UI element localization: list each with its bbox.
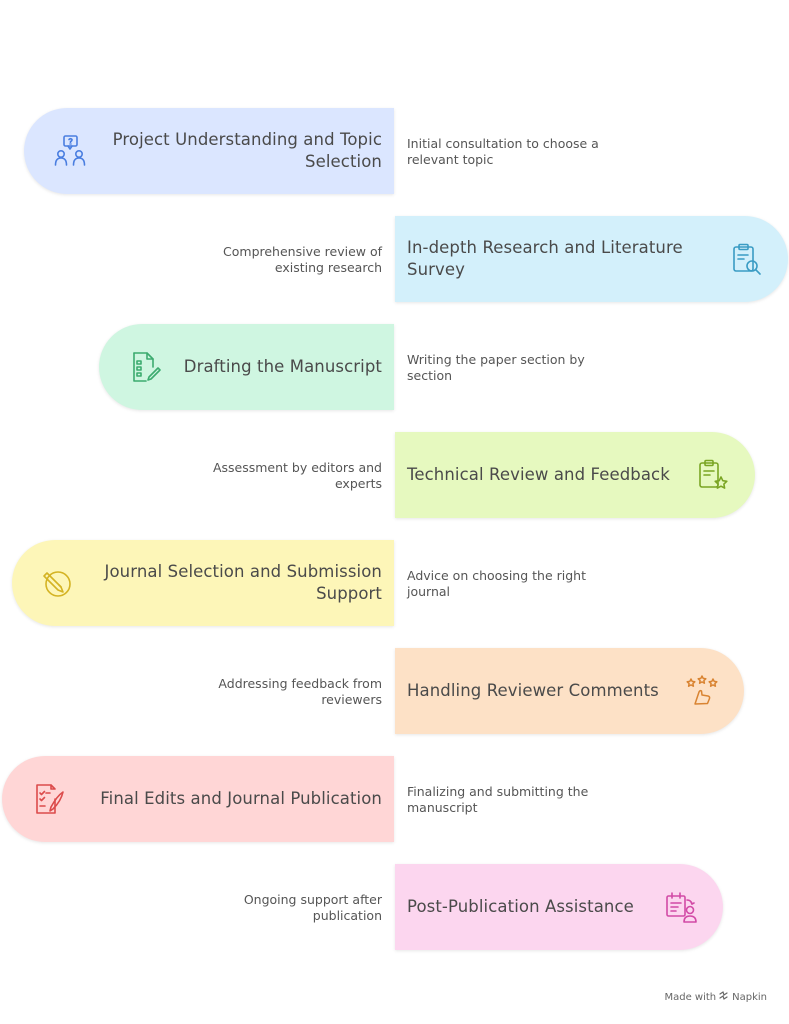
step-5-pill: Journal Selection and Submission Support [12, 540, 394, 626]
step-7-title: Final Edits and Journal Publication [100, 789, 382, 808]
step-8-pill: Post-Publication Assistance [395, 864, 723, 950]
step-7-pill: Final Edits and Journal Publication [2, 756, 394, 842]
step-4-title: Technical Review and Feedback [407, 465, 670, 484]
clipboard-search-icon [728, 241, 764, 277]
step-1-pill: Project Understanding and Topic Selectio… [24, 108, 394, 194]
step-8-description: Ongoing support after publication [243, 892, 382, 923]
calendar-person-icon [663, 889, 699, 925]
step-4-pill: Technical Review and Feedback [395, 432, 755, 518]
footer-made-with: Made with [664, 992, 717, 1003]
step-3-pill: Drafting the Manuscript [99, 324, 394, 410]
checklist-pen-icon [30, 781, 66, 817]
step-1-title: Project Understanding and Topic Selectio… [112, 130, 382, 171]
step-6-description: Addressing feedback from reviewers [218, 676, 382, 707]
stars-hand-icon [684, 673, 720, 709]
napkin-logo-icon [719, 991, 729, 1004]
step-5-title: Journal Selection and Submission Support [104, 562, 382, 603]
consultation-icon [52, 133, 88, 169]
step-7-description: Finalizing and submitting the manuscript [407, 784, 589, 815]
document-edit-icon [127, 349, 163, 385]
step-1-description: Initial consultation to choose a relevan… [407, 136, 599, 167]
clipboard-star-icon [695, 457, 731, 493]
step-2-title: In-depth Research and Literature Survey [407, 238, 683, 279]
step-8-title: Post-Publication Assistance [407, 897, 634, 916]
step-2-description: Comprehensive review of existing researc… [223, 244, 382, 275]
footer-brand: Napkin [732, 992, 767, 1003]
step-4-description: Assessment by editors and experts [212, 460, 382, 491]
step-3-description: Writing the paper section by section [407, 352, 585, 383]
step-6-title: Handling Reviewer Comments [407, 681, 659, 700]
step-5-description: Advice on choosing the right journal [407, 568, 586, 599]
step-6-pill: Handling Reviewer Comments [395, 648, 744, 734]
pencil-circle-icon [40, 565, 76, 601]
step-3-title: Drafting the Manuscript [183, 357, 382, 376]
step-2-pill: In-depth Research and Literature Survey [395, 216, 788, 302]
footer-credit: Made with Napkin [664, 991, 767, 1004]
